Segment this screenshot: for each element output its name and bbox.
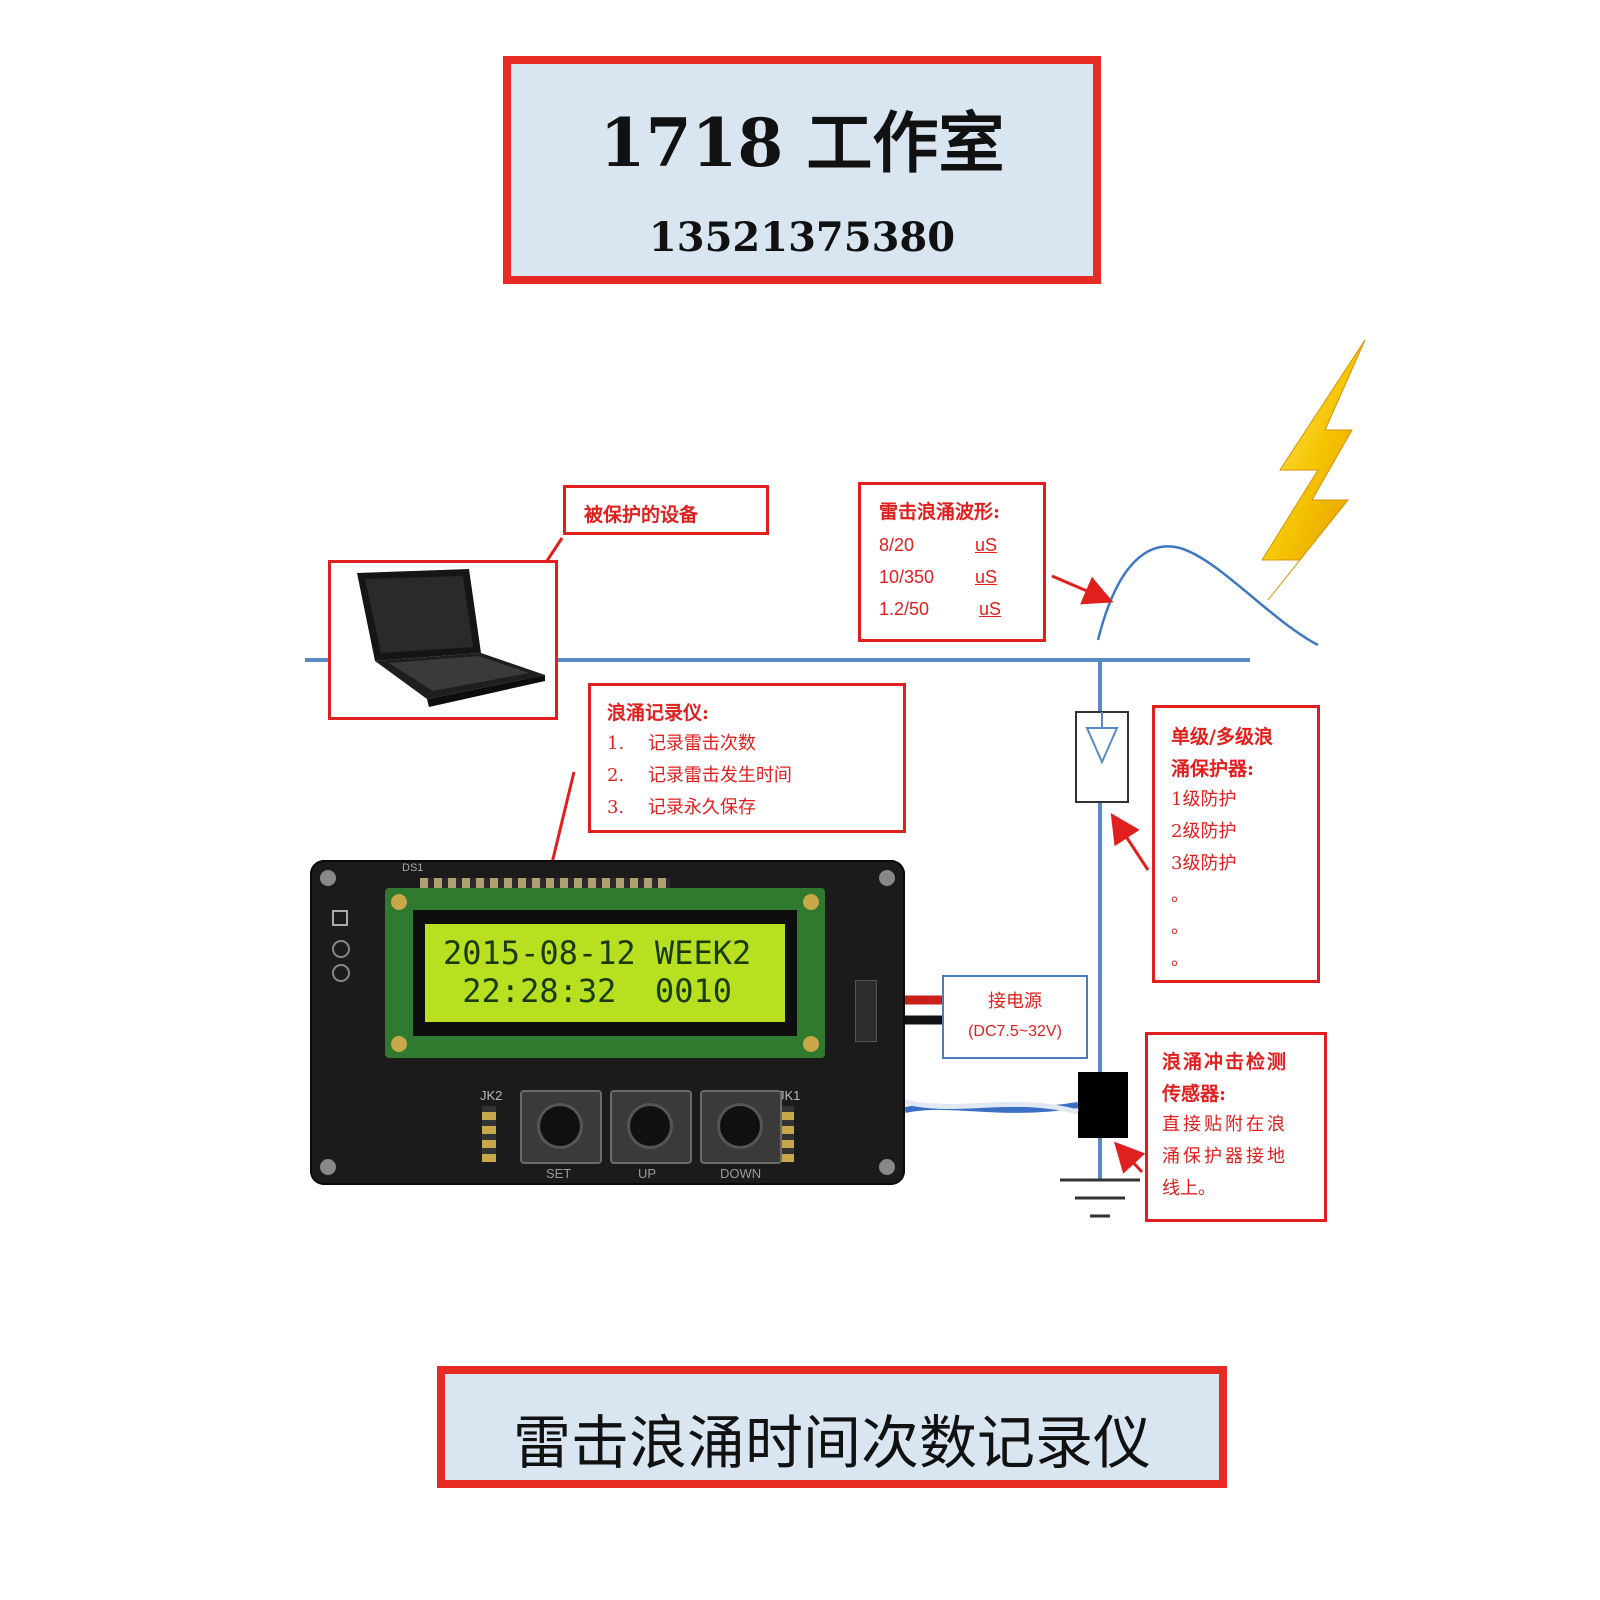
- up-button-label: UP: [638, 1166, 657, 1181]
- arrow-to-waveform: [1051, 574, 1114, 605]
- protector-title-line1: 单级/多级浪: [1171, 726, 1273, 748]
- waveform-unit: uS: [979, 599, 1002, 619]
- protector-item: 2级防护: [1171, 821, 1237, 842]
- header-title: 1718 工作室: [599, 104, 1005, 182]
- lcd-corner-hole: [803, 1036, 819, 1052]
- protector-item: 。: [1171, 949, 1189, 970]
- laptop-icon: [357, 569, 545, 707]
- footer-title: 雷击浪涌时间次数记录仪: [512, 1409, 1151, 1477]
- protector-item: 3级防护: [1171, 853, 1237, 874]
- via: [332, 940, 350, 958]
- silk-jk2: JK2: [480, 1088, 503, 1103]
- recorder-device: DS1 2015-08-12 WEEK2 22:28:32 0010 JK2 J…: [310, 860, 905, 1185]
- lcd-line-1: 2015-08-12 WEEK2: [443, 934, 752, 972]
- recorder-item: 3. 记录永久保存: [607, 797, 756, 818]
- waveform-unit: uS: [975, 567, 998, 587]
- lcd-screen: 2015-08-12 WEEK2 22:28:32 0010: [425, 924, 785, 1022]
- pin-header: [420, 878, 670, 890]
- arrow-to-protector: [1110, 812, 1150, 871]
- via: [332, 964, 350, 982]
- down-button[interactable]: [700, 1090, 782, 1164]
- power-label: 接电源: [988, 991, 1042, 1012]
- set-button-label: SET: [546, 1166, 572, 1181]
- sensor-title-line1: 浪涌冲击检测: [1162, 1051, 1289, 1073]
- sensor-desc: 线上。: [1162, 1178, 1216, 1199]
- mount-hole: [320, 1159, 336, 1175]
- header-box: 1718 工作室 13521375380: [503, 56, 1101, 284]
- up-button[interactable]: [610, 1090, 692, 1164]
- lightning-bolt-icon: [1261, 339, 1366, 601]
- protector-item: 。: [1171, 917, 1189, 938]
- waveform-title: 雷击浪涌波形:: [879, 501, 1001, 523]
- laptop-box: [328, 560, 558, 720]
- mount-hole: [879, 870, 895, 886]
- recorder-item: 2. 记录雷击发生时间: [607, 765, 792, 786]
- mount-hole: [879, 1159, 895, 1175]
- footer-box: 雷击浪涌时间次数记录仪: [437, 1366, 1227, 1488]
- waveform-value: 8/20: [879, 535, 915, 555]
- sensor-title-line2: 传感器:: [1162, 1083, 1227, 1105]
- waveform-value: 1.2/50: [879, 599, 930, 619]
- protector-box: 单级/多级浪 涌保护器: 1级防护 2级防护 3级防护 。 。 。: [1152, 705, 1320, 983]
- recorder-item: 1. 记录雷击次数: [607, 733, 756, 754]
- lcd-line-2: 22:28:32 0010: [443, 972, 732, 1010]
- button-cap: [720, 1106, 760, 1146]
- led-indicator: [332, 910, 348, 926]
- power-connector: [855, 980, 877, 1042]
- protected-device-label-box: 被保护的设备: [563, 485, 769, 535]
- lcd-corner-hole: [803, 894, 819, 910]
- silk-ds1: DS1: [402, 862, 424, 874]
- silk-jk1: JK1: [778, 1088, 801, 1103]
- waveform-box: 雷击浪涌波形: 8/20 uS 10/350 uS 1.2/50 uS: [858, 482, 1046, 642]
- protected-device-label: 被保护的设备: [584, 504, 699, 526]
- jk1-header: [780, 1106, 794, 1162]
- surge-waveform: [1096, 545, 1319, 647]
- power-box: 接电源 (DC7.5~32V): [942, 975, 1088, 1059]
- sensor-box: 浪涌冲击检测 传感器: 直接贴附在浪 涌保护器接地 线上。: [1145, 1032, 1327, 1222]
- protector-item: 。: [1171, 885, 1189, 906]
- button-cap: [630, 1106, 670, 1146]
- lcd-module: 2015-08-12 WEEK2 22:28:32 0010: [385, 888, 825, 1058]
- sensor-desc: 涌保护器接地: [1162, 1146, 1288, 1167]
- button-cap: [540, 1106, 580, 1146]
- power-spec: (DC7.5~32V): [968, 1023, 1062, 1040]
- set-button[interactable]: [520, 1090, 602, 1164]
- mount-hole: [320, 870, 336, 886]
- waveform-row: 1.2/50 uS: [879, 593, 1029, 626]
- waveform-value: 10/350: [879, 567, 935, 587]
- waveform-row: 10/350 uS: [879, 561, 1029, 594]
- waveform-unit: uS: [975, 535, 998, 555]
- protector-title-line2: 涌保护器:: [1171, 758, 1255, 780]
- protector-item: 1级防护: [1171, 789, 1237, 810]
- sensor-block: [1078, 1072, 1128, 1138]
- recorder-box: 浪涌记录仪: 1. 记录雷击次数 2. 记录雷击发生时间 3. 记录永久保存: [588, 683, 906, 833]
- waveform-row: 8/20 uS: [879, 529, 1029, 562]
- sensor-desc: 直接贴附在浪: [1162, 1114, 1288, 1135]
- lcd-corner-hole: [391, 894, 407, 910]
- lcd-corner-hole: [391, 1036, 407, 1052]
- lcd-bezel: 2015-08-12 WEEK2 22:28:32 0010: [413, 910, 797, 1036]
- jk2-header: [482, 1106, 496, 1162]
- arrow-to-sensor: [1113, 1141, 1146, 1174]
- recorder-title: 浪涌记录仪:: [607, 702, 710, 724]
- header-phone: 13521375380: [648, 214, 956, 261]
- down-button-label: DOWN: [720, 1166, 762, 1181]
